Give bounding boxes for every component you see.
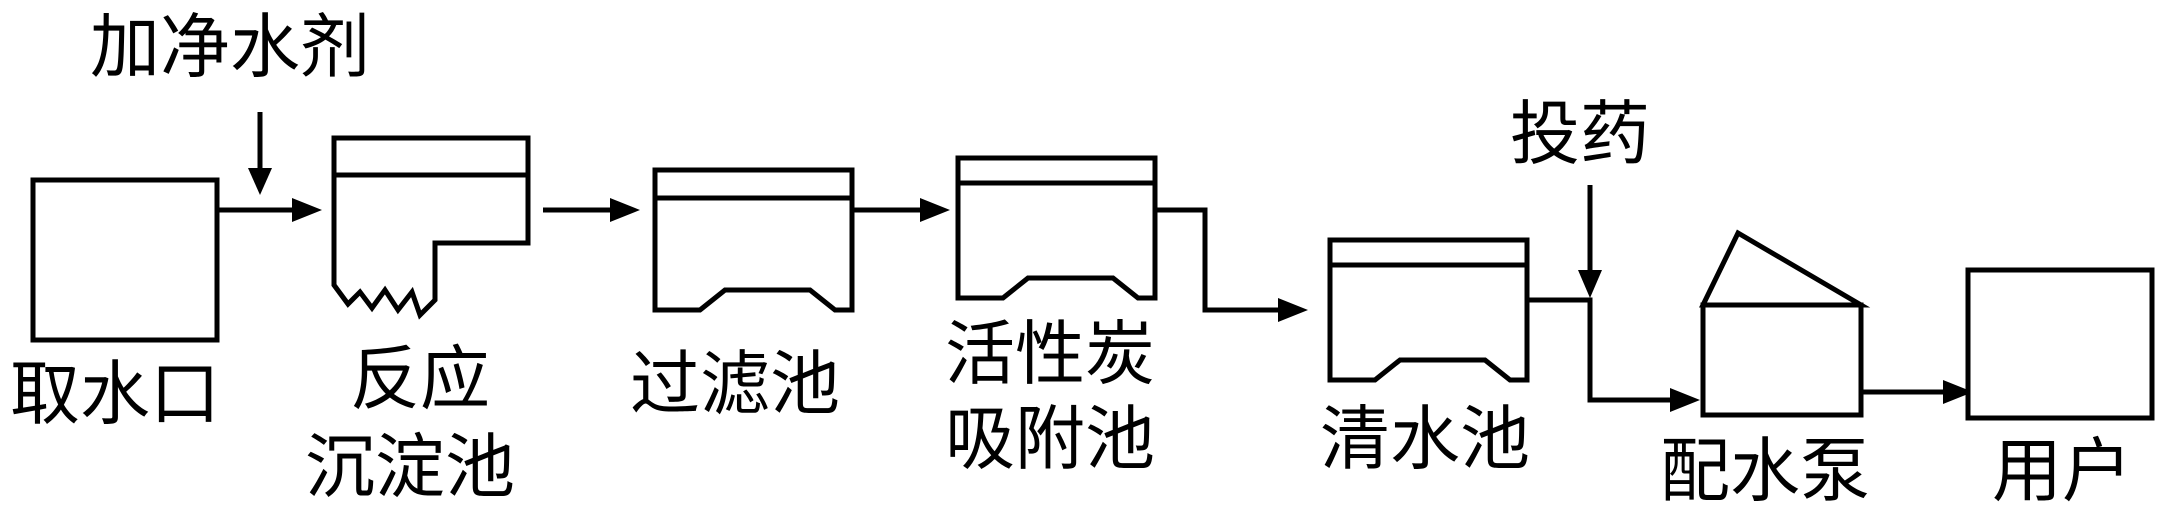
flow-arrow-carbon-to-clearwater [1155,207,1280,313]
arrowhead-filter-to-carbon [920,198,950,222]
arrowhead-carbon-to-clearwater [1278,298,1308,322]
carbon-label-line2: 吸附池 [945,398,1155,480]
arrowhead-pump-to-user [1943,380,1973,404]
reaction-sedimentation-tank [331,135,531,320]
arrowhead-coagulant-feed [248,168,272,195]
arrowhead-dosing-feed [1578,270,1602,298]
carbon-label-line1: 活性炭 [945,313,1155,395]
reaction-label-line2: 沉淀池 [305,426,515,508]
user-endpoint [1965,267,2155,421]
coagulant-label: 加净水剂 [90,6,370,88]
filter-label: 过滤池 [630,343,840,425]
arrowhead-reaction-to-filter [610,198,640,222]
arrowhead-clearwater-to-pump [1670,388,1700,412]
activated-carbon-tank [955,155,1158,301]
intake-tank [30,177,220,343]
flow-arrow-clearwater-to-pump [1527,297,1672,403]
arrowhead-intake-to-reaction [292,198,322,222]
dosing-label: 投药 [1510,93,1650,175]
distribution-pump-body [1700,302,1864,418]
reaction-label-line1: 反应 [350,338,490,420]
intake-label: 取水口 [10,353,220,435]
pump-label: 配水泵 [1660,430,1870,512]
clear-water-label: 清水池 [1320,398,1530,480]
distribution-pump-top [1699,229,1871,308]
user-label: 用户 [1992,430,2132,512]
clear-water-tank [1327,237,1530,383]
filter-tank [652,167,855,313]
